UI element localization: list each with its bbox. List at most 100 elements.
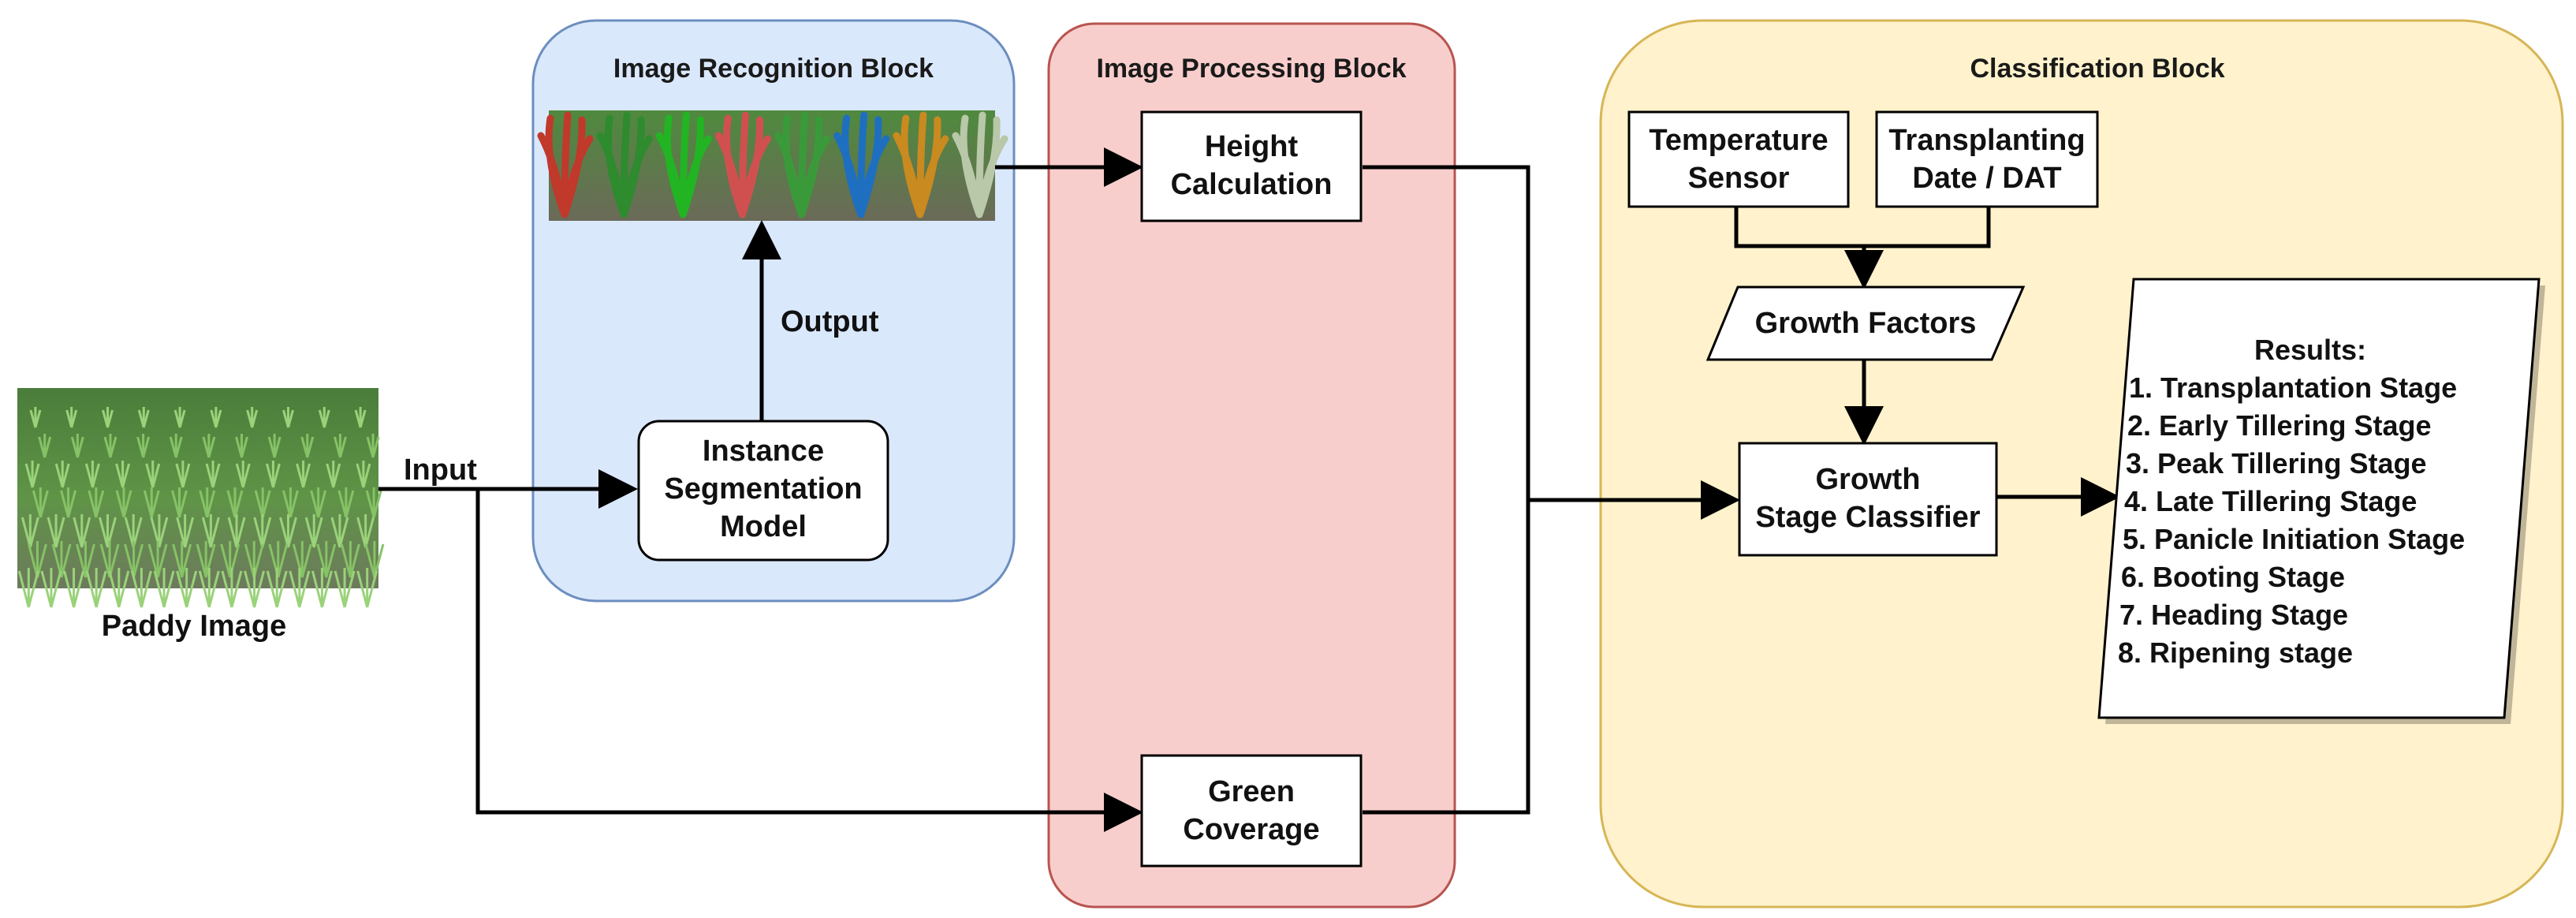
rice-plant [330,514,349,548]
rice-plant [54,461,70,488]
segmented-plant [655,111,712,218]
rice-plant [60,487,77,518]
rice-plant [29,407,42,428]
rice-plant [356,461,371,488]
rice-plant [316,541,337,578]
height-to-merge-line [1363,165,1530,815]
rice-plant [130,568,152,608]
results-item: 6. Booting Stage [2121,561,2345,593]
rice-plant [310,487,327,518]
rice-plant [196,541,216,578]
results-item: 2. Early Tillering Stage [2127,409,2432,442]
segmented-plant [893,111,949,218]
segmentation-line-1: Instance [703,435,824,468]
rice-plant [84,461,100,488]
rice-plant [292,541,312,578]
rice-plant [32,487,49,518]
rice-plant [246,407,259,428]
rice-plant [366,434,380,458]
segmented-plants [537,111,1008,218]
segmented-plant [537,111,594,218]
rice-plant [176,514,195,548]
rice-plant [210,407,222,428]
temperature-line-2: Sensor [1688,162,1790,195]
rice-plant [147,541,168,578]
green-line-2: Coverage [1183,813,1319,846]
rice-plant [326,461,341,488]
classification-title: Classification Block [1970,54,2224,84]
rice-plant [296,461,311,488]
growth-factors-label: Growth Factors [1755,307,1977,340]
rice-plant [201,514,220,548]
rice-plant [279,514,297,548]
rice-plant [354,407,367,428]
rice-plant [265,461,281,488]
segmented-plant [774,111,831,218]
instance-segmentation-model: Instance Segmentation Model [637,420,889,562]
rice-plant [24,461,40,488]
rice-plant [356,514,375,548]
rice-plant [88,487,105,518]
rice-plant [202,434,216,458]
rice-plant [70,434,84,458]
rice-plant [175,461,191,488]
rice-plant [169,434,183,458]
transplanting-line-1: Transplanting [1888,124,2085,157]
rice-plant [227,514,246,548]
rice-plant [198,568,220,608]
segmented-plant [596,111,653,218]
rice-plant [143,487,160,518]
input-to-green-coverage-arrow [475,489,1143,832]
rice-plant [281,487,299,518]
input-label: Input [404,453,477,487]
rice-plant [253,514,272,548]
segmentation-output-image [537,110,1008,221]
rice-plant [311,568,333,608]
classifier-line-1: Growth [1816,463,1921,496]
rice-plant [65,407,78,428]
green-line-1: Green [1208,775,1295,808]
rice-plant [334,568,356,608]
segmented-plant [714,111,771,218]
rice-plant [266,568,288,608]
rice-plant [108,568,130,608]
rice-plant [333,434,347,458]
rice-plant [21,514,39,548]
transplanting-date: Transplanting Date / DAT [1875,110,2099,208]
rice-plant [318,407,330,428]
image-processing-panel [1047,22,1456,909]
results-item: 8. Ripening stage [2118,636,2353,669]
rice-plant [153,568,175,608]
growth-factors: Growth Factors [1706,285,2026,361]
results-item: 4. Late Tillering Stage [2124,485,2417,517]
rice-plant [73,514,91,548]
image-processing-block: Image Processing Block [1047,22,1456,909]
rice-plant [145,461,161,488]
connectors [378,147,2120,832]
results-item: 7. Heading Stage [2119,599,2348,631]
paddy-field-illustration [17,407,385,608]
rice-plant [254,487,271,518]
rice-plant [137,407,150,428]
rice-plant [365,487,382,518]
rice-plant [356,568,378,608]
results-title: Results: [2254,334,2366,366]
results-item: 3. Peak Tillering Stage [2126,447,2427,480]
segmented-plant [952,111,1008,218]
rice-plant [205,461,221,488]
height-line-1: Height [1205,130,1299,163]
rice-plant [235,461,251,488]
image-processing-title: Image Processing Block [1096,54,1406,84]
classifier-line-2: Stage Classifier [1755,501,1980,534]
transplanting-line-2: Date / DAT [1912,162,2061,195]
rice-plant [136,434,151,458]
rice-plant [244,568,266,608]
rice-plant [172,541,192,578]
rice-plant [102,407,114,428]
rice-plant [235,434,248,458]
rice-plant [176,568,198,608]
paddy-image: Paddy Image [17,388,385,643]
rice-plant [282,407,294,428]
rice-plant [304,514,323,548]
